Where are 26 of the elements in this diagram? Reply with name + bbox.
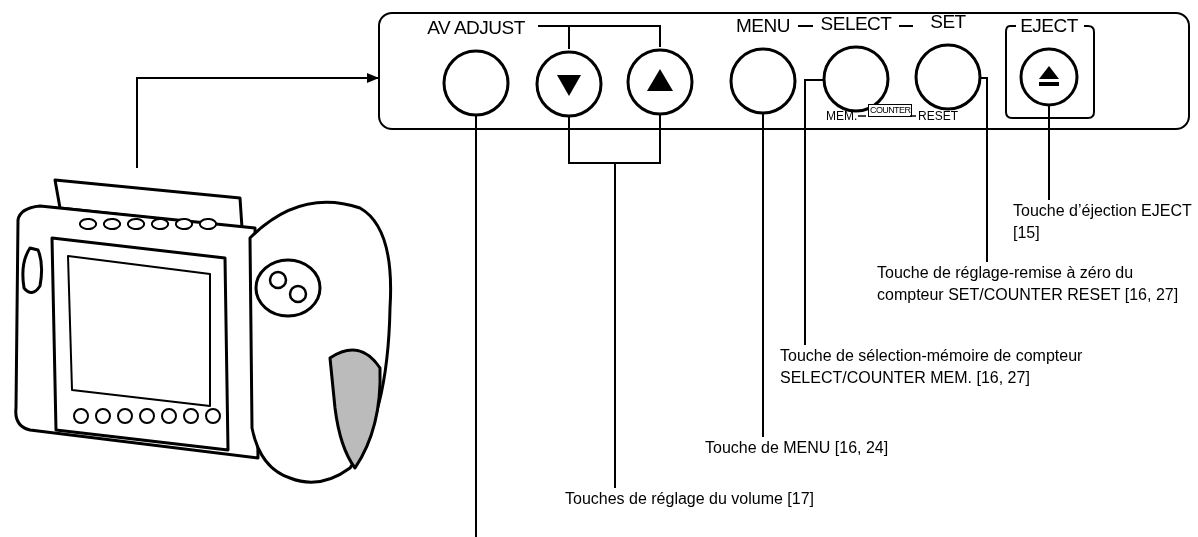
- sub-label: RESET: [918, 109, 958, 123]
- leader-line: [1048, 105, 1050, 201]
- leader-line: [804, 79, 825, 346]
- callout-text: Touche de sélection-mémoire de compteur SELECT/COUNTER MEM. [16, 27]: [780, 345, 1115, 389]
- round-button: [534, 49, 604, 119]
- round-button: [625, 47, 695, 117]
- callout-text: Touche de réglage-remise à zéro du compteur SET/COUNTER RESET [16, 27]: [877, 262, 1193, 306]
- leader-line: [475, 115, 477, 537]
- leader-line: [979, 77, 988, 263]
- callout-text: Touche d’éjection EJECT [15]: [1013, 200, 1193, 244]
- button-label: SELECT: [819, 12, 893, 36]
- arrow: [136, 73, 379, 169]
- button-label: EJECT: [1019, 14, 1079, 38]
- button-label: AV ADJUST: [426, 16, 526, 40]
- button-label: MENU: [735, 14, 791, 38]
- connector-line: [797, 25, 814, 27]
- callout-text: Touches de réglage du volume [17]: [565, 488, 915, 510]
- leader-line: [762, 113, 764, 438]
- boxed-label: COUNTER: [868, 104, 913, 117]
- connector-line: [537, 25, 661, 48]
- control-panel: [378, 12, 1190, 130]
- connector-line: [898, 25, 914, 27]
- callout-text: Touche de MENU [16, 24]: [705, 437, 965, 459]
- leader-line: [614, 113, 661, 489]
- sub-label: MEM.: [826, 109, 858, 123]
- button-label: SET: [929, 10, 967, 34]
